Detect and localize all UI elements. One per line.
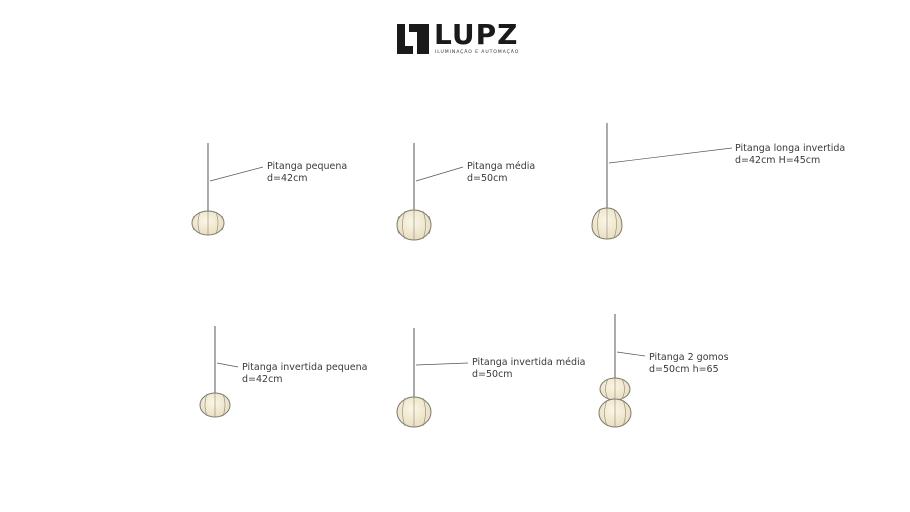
shade-ribs [396,210,432,240]
shade-ribs [597,208,617,239]
label-pitanga-invertida-media: Pitanga invertida média d=50cm [472,357,585,381]
pendant-pitanga-media [396,143,464,241]
label-pitanga-invertida-pequena: Pitanga invertida pequena d=42cm [242,362,367,386]
shade-ribs [402,397,426,427]
logo-tagline: ILUMINAÇÃO E AUTOMAÇÃO [435,50,520,55]
leader-line [616,351,646,357]
lupz-logo-mark-icon [397,24,429,54]
label-dims: d=50cm [467,173,508,184]
leader-line [209,166,264,182]
label-dims: d=42cm H=45cm [735,155,821,166]
label-name: Pitanga média [467,161,536,172]
label-dims: d=50cm [472,369,513,380]
leader-line [216,362,239,368]
pendant-pitanga-invertida-media [396,328,469,428]
label-pitanga-media: Pitanga média d=50cm [467,161,535,185]
label-name: Pitanga longa invertida [735,143,846,154]
pendant-pitanga-2-gomos [598,314,646,428]
label-name: Pitanga 2 gomos [649,352,729,363]
leader-line [415,166,464,182]
pendant-pitanga-longa-invertida [591,123,733,240]
label-name: Pitanga pequena [267,161,348,172]
label-dims: d=42cm [267,173,308,184]
pendant-pitanga-invertida-pequena [199,326,239,418]
label-pitanga-2-gomos: Pitanga 2 gomos d=50cm h=65 [649,352,729,376]
shade-ribs [191,211,225,235]
logo-brand-text: LUPZ [434,18,519,51]
leader-line [608,147,733,164]
leader-line [415,362,469,366]
pendant-pitanga-pequena [191,143,264,236]
shade-ribs [204,393,226,417]
label-name: Pitanga invertida pequena [242,362,368,373]
label-dims: d=50cm h=65 [649,364,719,375]
lupz-logo: LUPZ ILUMINAÇÃO E AUTOMAÇÃO [396,18,520,60]
shade-ribs [604,378,626,427]
label-dims: d=42cm [242,374,283,385]
label-pitanga-pequena: Pitanga pequena d=42cm [267,161,347,185]
label-pitanga-longa-invertida: Pitanga longa invertida d=42cm H=45cm [735,143,845,167]
label-name: Pitanga invertida média [472,357,586,368]
